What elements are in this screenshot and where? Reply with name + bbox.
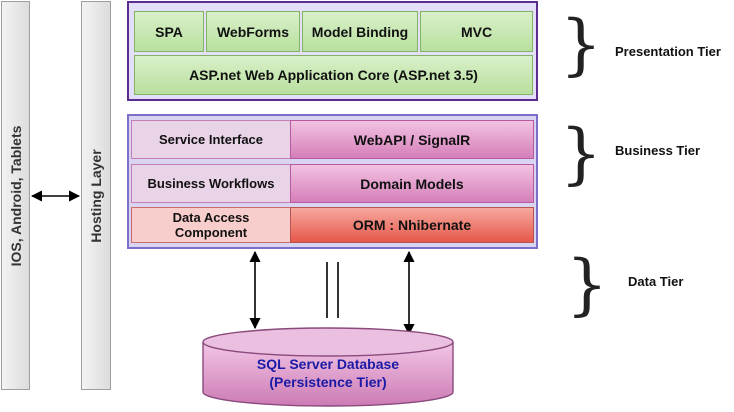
hosting-layer-bar: Hosting Layer xyxy=(81,1,111,390)
domain-models-box: Domain Models xyxy=(290,164,534,203)
service-interface-box: Service Interface xyxy=(131,120,291,159)
mvc-box: MVC xyxy=(420,11,533,52)
database-cylinder xyxy=(202,327,454,407)
webapi-signalr-box: WebAPI / SignalR xyxy=(290,120,534,159)
data-access-component-box: Data Access Component xyxy=(131,207,291,243)
webforms-box: WebForms xyxy=(206,11,300,52)
data-tier-label: Data Tier xyxy=(628,274,684,289)
orm-nhibernate-box: ORM : Nhibernate xyxy=(290,207,534,243)
business-tier-label: Business Tier xyxy=(615,143,701,158)
database-name: SQL Server Database xyxy=(256,356,400,372)
model-binding-box: Model Binding xyxy=(302,11,418,52)
data-brace: } xyxy=(566,246,608,323)
business-brace: } xyxy=(560,115,602,192)
presentation-tier-label: Presentation Tier xyxy=(615,44,721,59)
business-workflows-box: Business Workflows xyxy=(131,164,291,203)
devices-bar: IOS, Android, Tablets xyxy=(1,1,30,390)
database-label: SQL Server Database (Persistence Tier) xyxy=(200,355,456,391)
aspnet-core-box: ASP.net Web Application Core (ASP.net 3.… xyxy=(134,55,533,95)
presentation-brace: } xyxy=(560,6,602,83)
database-subtitle: (Persistence Tier) xyxy=(269,374,387,390)
spa-box: SPA xyxy=(134,11,204,52)
